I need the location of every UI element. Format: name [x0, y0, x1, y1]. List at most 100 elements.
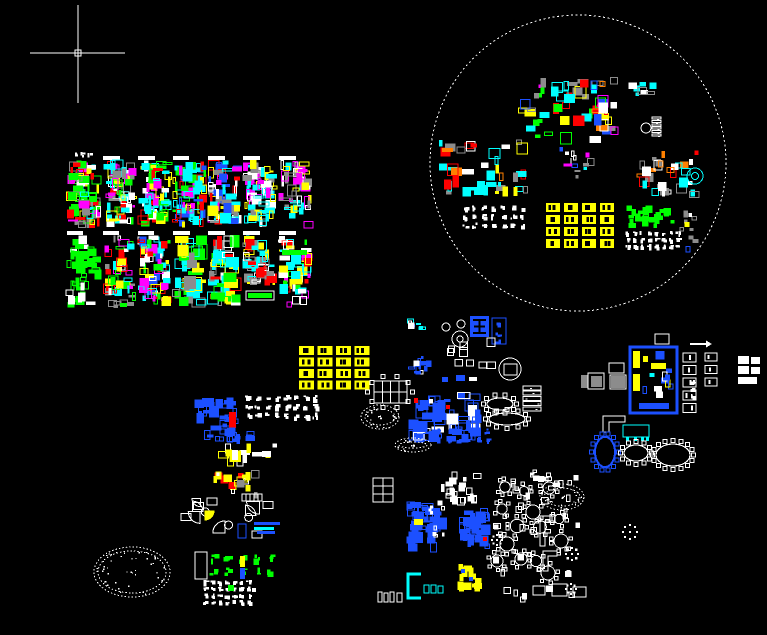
library-sheet-8 — [65, 235, 102, 308]
white-plant-grid — [203, 580, 253, 606]
ceiling-fan-hub — [456, 335, 464, 343]
snowflake-4 — [490, 533, 504, 547]
red-marks — [414, 398, 450, 409]
white-bits-1 — [428, 505, 445, 538]
armchair-block — [498, 357, 522, 381]
cabinet-block — [372, 477, 394, 503]
snowflake-1 — [564, 546, 580, 562]
dining-sets — [486, 476, 573, 585]
dresser-block — [654, 333, 670, 345]
wheel-block — [686, 167, 704, 185]
plant-stipple-grid — [625, 231, 683, 251]
plant-sheet-frame — [194, 551, 208, 580]
blue-rug-2 — [491, 317, 507, 345]
cabinet-column-2 — [704, 352, 718, 387]
sheet13-bar-fill — [248, 293, 272, 298]
gray-blocks-cluster — [628, 82, 657, 96]
red-bar — [229, 412, 236, 428]
white-right-cluster — [492, 502, 580, 603]
kitchen-blocks-cluster — [517, 76, 619, 145]
oval-dining-2 — [483, 407, 531, 431]
sheet-tabs-row1 — [103, 156, 296, 160]
wardrobe-contents — [642, 350, 674, 399]
blue-bits — [442, 375, 465, 382]
mini-piano-strip — [241, 493, 263, 502]
yellow-sofa-row — [218, 443, 278, 467]
plant-accents — [679, 210, 699, 253]
appliance-cluster — [438, 139, 529, 197]
right-appliance-cluster — [636, 150, 700, 198]
people-glyph-rows — [462, 205, 526, 230]
blue-sofa-cluster-2 — [458, 508, 491, 550]
crosshair-cursor — [30, 5, 125, 103]
fan-shape-row — [180, 497, 274, 539]
blue-line-marks — [254, 522, 280, 534]
tiny-glyph-col — [690, 380, 697, 400]
cyan-c-shape — [406, 572, 421, 600]
armchair-seat — [503, 363, 518, 376]
yellow-table-grid-circle — [546, 203, 614, 248]
round-block-1 — [441, 322, 451, 332]
oval-table-stipple-1 — [360, 404, 400, 430]
green-plant-grid — [209, 554, 276, 578]
cyan-line-mark — [254, 527, 274, 530]
cyan-squares-row — [423, 584, 444, 594]
yellow-mark — [414, 519, 423, 525]
cyan-bench — [622, 424, 650, 438]
library-sheet-2 — [103, 159, 137, 228]
library-sheet-12 — [206, 235, 242, 306]
oval-table-stipple-3 — [539, 483, 585, 511]
white-mid-cluster — [437, 471, 482, 506]
sheet1-marks — [74, 152, 93, 158]
white-bars — [377, 591, 403, 603]
grid-table — [373, 380, 408, 404]
blue-accent — [240, 568, 245, 579]
north-arrow — [690, 340, 712, 348]
shelf-stack — [522, 385, 542, 412]
sheet-tabs-row2 — [67, 231, 296, 235]
oval-dining-3 — [618, 439, 654, 467]
green-plant-single — [228, 585, 234, 591]
sheet13-bar-frame — [245, 290, 275, 301]
library-sheet-4 — [171, 161, 208, 228]
cyan-bits — [407, 318, 427, 330]
blue-rug-1 — [470, 316, 489, 337]
blue-sofa-cluster-1 — [406, 501, 448, 553]
blue-glyph-rows — [436, 428, 492, 444]
library-sheet-9 — [103, 235, 137, 308]
oval-dining-4 — [650, 438, 696, 472]
white-blocks-far — [738, 356, 760, 384]
mixed-small-cluster — [213, 469, 260, 499]
small-tables — [532, 583, 587, 598]
cabinet-column-1 — [682, 352, 697, 413]
sheet14-bar-fill — [282, 250, 307, 255]
grid-table-chairs — [365, 373, 415, 411]
blue-furniture-cluster — [408, 392, 482, 443]
plant-cluster-green — [626, 205, 675, 229]
large-oval-table — [93, 546, 171, 598]
snowflake-3 — [621, 523, 639, 541]
red-dot — [483, 537, 487, 541]
library-sheet-3 — [137, 160, 173, 227]
sofa-l-2 — [542, 550, 558, 572]
blue-shelving-cluster — [194, 397, 239, 440]
library-sheet-10 — [137, 235, 172, 307]
round-block-2 — [456, 319, 466, 329]
blue-rug-2-pattern — [495, 322, 502, 344]
wheel-block-hub — [691, 172, 699, 180]
white-squares — [447, 337, 496, 370]
library-sheet-14 — [277, 236, 313, 308]
blue-ornate-oval — [589, 431, 621, 473]
yellow-table-grid-left — [299, 346, 370, 390]
sofa-l-1 — [539, 515, 553, 547]
oval-dining-1 — [481, 392, 519, 416]
library-sheet-13 — [242, 235, 277, 286]
yellow-accent — [240, 556, 245, 567]
sofa-l-right — [602, 415, 626, 433]
oval-table-stipple-2 — [394, 437, 432, 453]
white-box-frames — [587, 362, 627, 390]
library-sheet-7 — [278, 160, 314, 229]
piano-block — [651, 116, 662, 137]
